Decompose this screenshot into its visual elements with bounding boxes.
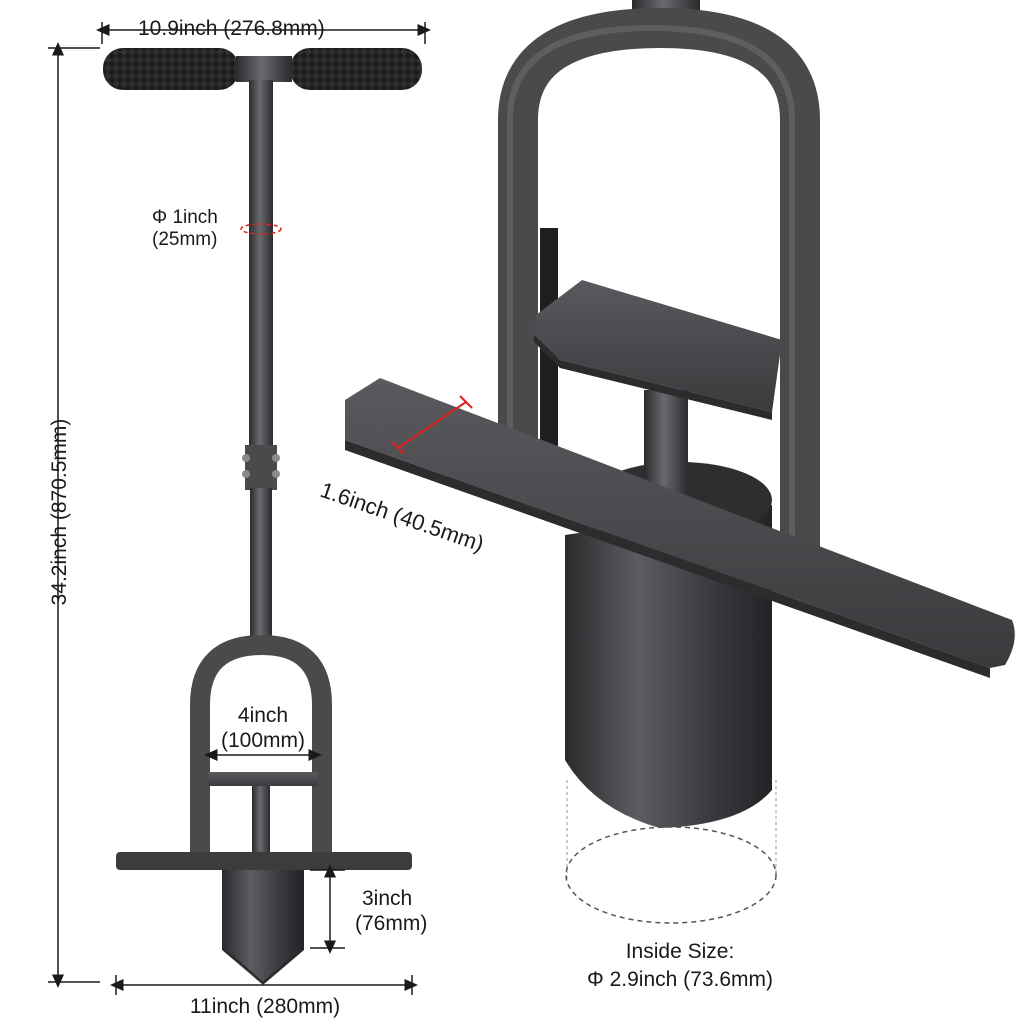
shaft-diameter-label-2: (25mm) <box>152 229 218 250</box>
blade-depth-label-2: (76mm) <box>355 912 428 935</box>
inside-size-label-1: Inside Size: <box>625 940 735 963</box>
shaft-upper <box>249 80 273 460</box>
base-width-label: 11inch (280mm) <box>189 995 341 1018</box>
shaft-lower <box>250 488 272 650</box>
frame-width-label-2: (100mm) <box>220 729 305 752</box>
inner-step-plate <box>208 772 318 786</box>
blade <box>222 870 304 985</box>
inside-size-label-2: Φ 2.9inch (73.6mm) <box>587 968 773 991</box>
handle-bar <box>236 56 292 82</box>
frame-width-label-1: 4inch <box>237 704 289 727</box>
closeup-cylinder <box>565 505 772 828</box>
closeup-foot-bar <box>345 378 1015 668</box>
left-grip <box>103 48 239 90</box>
handle-width-label: 10.9inch (276.8mm) <box>138 17 325 40</box>
full-tool <box>103 48 422 985</box>
blade-depth-label-1: 3inch <box>362 887 413 910</box>
closeup-step-plate <box>534 280 782 412</box>
total-height-label: 34.2inch (870.5mm) <box>48 418 71 606</box>
shaft-diameter-label-1: Φ 1inch <box>152 207 218 228</box>
inside-size-outline <box>565 826 777 924</box>
shaft-coupler <box>245 445 277 490</box>
foot-bar <box>116 852 412 870</box>
closeup-view <box>345 0 1015 828</box>
frame-arch <box>190 634 332 870</box>
dimension-lines-left <box>48 22 431 995</box>
shaft-diameter-marker <box>240 223 282 235</box>
dimension-lines-right <box>391 395 777 924</box>
right-grip <box>290 48 422 90</box>
